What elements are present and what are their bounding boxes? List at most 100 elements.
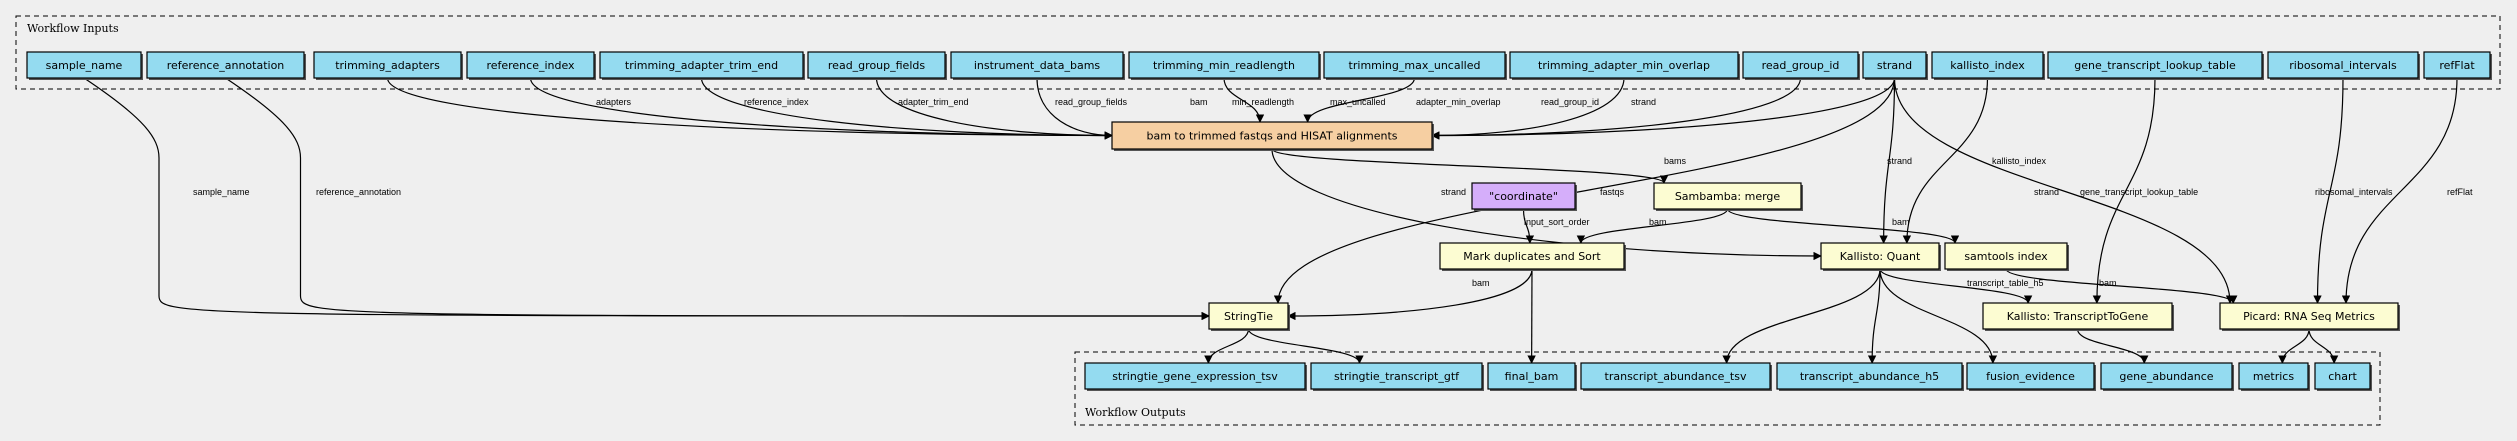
node-transcript-abundance-tsv[interactable]: transcript_abundance_tsv (1580, 362, 1772, 391)
node-instrument-data-bams[interactable]: instrument_data_bams (950, 51, 1125, 80)
node-label: bam to trimmed fastqs and HISAT alignmen… (1147, 130, 1398, 143)
node-read-group-id[interactable]: read_group_id (1742, 51, 1860, 80)
node-read-group-fields[interactable]: read_group_fields (807, 51, 947, 80)
node-transcript-abundance-h5[interactable]: transcript_abundance_h5 (1776, 362, 1964, 391)
node-gene-abundance[interactable]: gene_abundance (2100, 362, 2234, 391)
node-label: samtools index (1964, 250, 2048, 263)
node-label: fusion_evidence (1986, 370, 2075, 383)
edges (83, 77, 2458, 364)
node-final-bam[interactable]: final_bam (1487, 362, 1577, 391)
node-box (1966, 362, 2095, 390)
edge-stringtie-to-stringtie_gene_expression_tsv (1204, 328, 1250, 364)
node-label: strand (1877, 59, 1912, 72)
node-trimming-adapter-trim-end[interactable]: trimming_adapter_trim_end (599, 51, 805, 80)
edge-kallisto_quant-to-transcript_abundance_h5 (1867, 268, 1881, 364)
edge-samtools_index-to-picard (2005, 268, 2238, 304)
node-label: transcript_abundance_h5 (1800, 370, 1939, 383)
node-transcript-to-gene[interactable]: Kallisto: TranscriptToGene (1982, 302, 2174, 331)
node-metrics[interactable]: metrics (2238, 362, 2310, 391)
edge-label: reference_index (744, 97, 809, 107)
edge-picard-to-chart (2308, 328, 2339, 364)
edge-label: input_sort_order (1524, 217, 1590, 227)
edge-strand-to-kallisto_quant (1879, 77, 1896, 244)
node-chart[interactable]: chart (2314, 362, 2372, 391)
edge-bam_to_trimmed-to-sambamba_merge (1271, 148, 1669, 184)
node-box (26, 51, 142, 79)
edge-coordinate-to-mark_duplicates (1522, 208, 1535, 244)
node-kallisto-quant[interactable]: Kallisto: Quant (1820, 242, 1941, 271)
node-bam-to-trimmed[interactable]: bam to trimmed fastqs and HISAT alignmen… (1111, 121, 1434, 151)
node-mark-duplicates[interactable]: Mark duplicates and Sort (1439, 242, 1626, 271)
node-refFlat[interactable]: refFlat (2423, 51, 2492, 80)
node-box (146, 51, 305, 79)
node-label: sample_name (46, 59, 123, 72)
edge-label: read_group_fields (1055, 97, 1128, 107)
node-label: Kallisto: TranscriptToGene (2007, 310, 2149, 323)
node-samtools-index[interactable]: samtools index (1944, 242, 2069, 271)
edge-read_group_fields-to-bam_to_trimmed (875, 77, 1113, 140)
edge-reference_index-to-bam_to_trimmed (529, 77, 1113, 140)
node-picard[interactable]: Picard: RNA Seq Metrics (2219, 302, 2400, 331)
edge-label: strand (1441, 187, 1466, 197)
node-label: read_group_id (1762, 59, 1840, 72)
node-label: final_bam (1505, 370, 1559, 383)
node-label: stringtie_transcript_gtf (1334, 370, 1460, 383)
node-label: kallisto_index (1950, 59, 2025, 72)
node-label: Mark duplicates and Sort (1463, 250, 1601, 263)
edge-label: min_readlength (1232, 97, 1294, 107)
node-box (1471, 182, 1576, 210)
edge-label: read_group_id (1541, 97, 1599, 107)
node-box (599, 51, 804, 79)
node-strand[interactable]: strand (1862, 51, 1928, 80)
node-box (950, 51, 1124, 79)
edge-label: transcript_table_h5 (1967, 278, 2044, 288)
node-box (2423, 51, 2491, 79)
node-trimming-adapters[interactable]: trimming_adapters (313, 51, 463, 80)
edge-label: adapter_trim_end (898, 97, 969, 107)
outputs-cluster: Workflow Outputs (1074, 351, 2381, 426)
node-label: Kallisto: Quant (1840, 250, 1921, 263)
edge-label: strand (2034, 187, 2059, 197)
edge-label: adapters (596, 97, 632, 107)
node-stringtie-gene-expression-tsv[interactable]: stringtie_gene_expression_tsv (1084, 362, 1307, 391)
outputs-cluster-title: Workflow Outputs (1085, 406, 1186, 419)
node-sample-name[interactable]: sample_name (26, 51, 143, 80)
node-trimming-adapter-min-overlap[interactable]: trimming_adapter_min_overlap (1509, 51, 1740, 80)
edge-label: bam (1472, 278, 1490, 288)
node-reference-index[interactable]: reference_index (466, 51, 596, 80)
inputs-cluster-title: Workflow Inputs (27, 22, 119, 35)
node-stringtie-transcript-gtf[interactable]: stringtie_transcript_gtf (1310, 362, 1484, 391)
node-stringtie[interactable]: StringTie (1208, 302, 1290, 331)
node-trimming-max-uncalled[interactable]: trimming_max_uncalled (1323, 51, 1507, 80)
node-gene-transcript-lookup-table[interactable]: gene_transcript_lookup_table (2047, 51, 2264, 80)
node-label: trimming_adapter_trim_end (625, 59, 778, 72)
node-box (2314, 362, 2371, 390)
edge-label: adapter_min_overlap (1416, 97, 1501, 107)
node-label: trimming_max_uncalled (1349, 59, 1481, 72)
edge-label: ribosomal_intervals (2315, 187, 2393, 197)
node-sambamba-merge[interactable]: Sambamba: merge (1653, 182, 1803, 211)
node-label: gene_transcript_lookup_table (2074, 59, 2236, 72)
edge-picard-to-metrics (2278, 328, 2310, 364)
node-label: Sambamba: merge (1675, 190, 1781, 203)
edge-trimming_max_uncalled-to-bam_to_trimmed (1303, 77, 1416, 123)
edge-kallisto_index-to-kallisto_quant (1902, 77, 1989, 244)
edge-label: bam (2099, 278, 2117, 288)
edge-reference_annotation-to-stringtie (225, 77, 1210, 321)
node-fusion-evidence[interactable]: fusion_evidence (1966, 362, 2096, 391)
node-box (1982, 302, 2173, 330)
node-label: metrics (2253, 370, 2294, 383)
edge-kallisto_quant-to-transcript_abundance_tsv (1722, 268, 1881, 364)
node-reference-annotation[interactable]: reference_annotation (146, 51, 306, 80)
node-coordinate[interactable]: "coordinate" (1471, 182, 1577, 211)
node-trimming-min-readlength[interactable]: trimming_min_readlength (1128, 51, 1321, 80)
edge-label: kallisto_index (1992, 156, 2047, 166)
node-box (1742, 51, 1859, 79)
node-kallisto-index[interactable]: kallisto_index (1931, 51, 2045, 80)
node-ribosomal-intervals[interactable]: ribosomal_intervals (2267, 51, 2420, 80)
node-box (807, 51, 946, 79)
node-box (1439, 242, 1625, 270)
